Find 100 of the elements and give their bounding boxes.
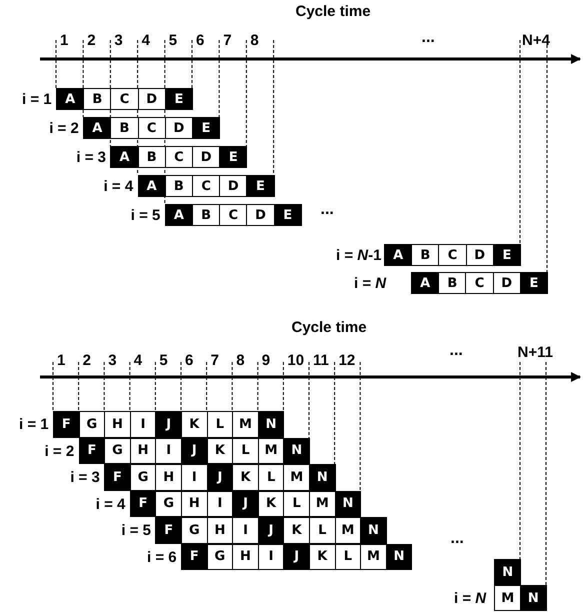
row-label: i = N	[354, 276, 386, 291]
stage-cell: H	[206, 517, 234, 544]
stage-cell: F	[155, 517, 182, 544]
stage-cell: C	[438, 244, 467, 266]
stage-cell: A	[110, 146, 139, 168]
row-label: i = 1	[19, 417, 49, 432]
tick-label: 8	[250, 33, 259, 48]
stage-cell: J	[283, 544, 310, 570]
row-label: i = 5	[121, 523, 151, 538]
stage-cell: D	[246, 204, 275, 226]
stage-cell: L	[206, 411, 234, 438]
stage-cell: G	[78, 411, 106, 438]
tick-label: 4	[134, 353, 142, 368]
stage-cell: F	[53, 411, 80, 438]
stage-cell: K	[309, 544, 336, 570]
stage-cell: G	[155, 490, 182, 517]
stage-cell: E	[192, 117, 220, 139]
stage-cell: H	[181, 490, 208, 517]
stage-cell: F	[130, 490, 156, 517]
row-label: i = N-1	[336, 248, 382, 263]
stage-cell: D	[164, 117, 193, 139]
row-label: i = 2	[44, 444, 74, 458]
tick-label: 10	[287, 353, 304, 368]
stage-cell: E	[246, 175, 275, 197]
tick-label: 9	[262, 353, 270, 368]
stage-cell: L	[258, 464, 284, 490]
stage-cell: H	[232, 544, 259, 570]
stage-cell: D	[138, 88, 166, 110]
stage-cell: J	[232, 490, 259, 517]
stage-cell: B	[192, 204, 220, 226]
tick-label: 6	[196, 33, 204, 48]
stage-cell: I	[155, 438, 182, 464]
stage-cell: H	[104, 411, 131, 438]
tick-label: 8	[236, 353, 245, 368]
stage-cell: M	[360, 544, 387, 570]
stage-cell: I	[181, 464, 208, 490]
stage-cell: I	[130, 411, 156, 438]
stage-cell: G	[181, 517, 208, 544]
stage-cell: D	[192, 146, 220, 168]
stage-cell: G	[130, 464, 156, 490]
stage-cell: A	[138, 175, 166, 197]
stage-cell: K	[232, 464, 259, 490]
stage-cell: N	[494, 559, 521, 585]
tick-label: N+4	[522, 33, 550, 48]
stage-cell: E	[492, 244, 521, 266]
axis-title: Cycle time	[296, 4, 371, 19]
row-label: i = 6	[147, 550, 177, 564]
stage-cell: C	[110, 88, 139, 110]
tick-label: 4	[142, 33, 150, 48]
stage-cell: N	[386, 544, 412, 570]
tick-label: 7	[210, 353, 219, 368]
tick-label: N+11	[518, 345, 553, 360]
stage-cell: M	[309, 490, 336, 517]
stage-cell: B	[83, 88, 112, 110]
stage-cell: K	[283, 517, 310, 544]
stage-cell: B	[411, 244, 440, 266]
tick-label: 2	[82, 353, 91, 368]
ellipsis: ...	[450, 343, 463, 359]
row-label: i = 3	[70, 470, 100, 485]
row-label: i = 3	[76, 150, 106, 165]
stage-cell: D	[219, 175, 248, 197]
stage-cell: C	[192, 175, 220, 197]
stage-cell: D	[466, 244, 494, 266]
stage-cell: L	[232, 438, 259, 464]
tick-label: 5	[168, 33, 178, 48]
tick-label: 1	[57, 353, 66, 368]
stage-cell: F	[181, 544, 208, 570]
stage-cell: A	[83, 117, 112, 139]
tick-label: 3	[114, 33, 123, 48]
tick-label: 6	[185, 353, 194, 368]
stage-cell: N	[334, 490, 362, 517]
stage-cell: B	[438, 272, 466, 294]
stage-cell: J	[155, 411, 182, 438]
tick-label: 12	[338, 353, 356, 368]
stage-cell: D	[492, 272, 521, 294]
stage-cell: C	[138, 117, 166, 139]
row-label: i = 4	[104, 179, 134, 194]
stage-cell: J	[258, 517, 284, 544]
row-label: i = N	[454, 591, 486, 606]
stage-cell: C	[219, 204, 248, 226]
tick-label: 2	[87, 33, 96, 48]
stage-cell: C	[465, 272, 494, 294]
stage-cell: A	[164, 204, 193, 226]
ellipsis: ...	[320, 202, 334, 218]
axis-title: Cycle time	[292, 320, 367, 335]
ellipsis: ...	[422, 30, 435, 46]
stage-cell: J	[181, 438, 208, 464]
stage-cell: F	[78, 438, 106, 464]
row-label: i = 5	[130, 208, 160, 223]
stage-cell: N	[520, 585, 547, 611]
row-label: i = 1	[22, 92, 52, 107]
stage-cell: E	[219, 146, 248, 168]
stage-cell: E	[520, 272, 548, 294]
stage-cell: C	[164, 146, 193, 168]
stage-cell: A	[384, 244, 412, 266]
stage-cell: M	[283, 464, 310, 490]
stage-cell: L	[283, 490, 310, 517]
stage-cell: B	[164, 175, 193, 197]
ellipsis: ...	[450, 531, 464, 547]
row-label: i = 4	[96, 496, 126, 512]
